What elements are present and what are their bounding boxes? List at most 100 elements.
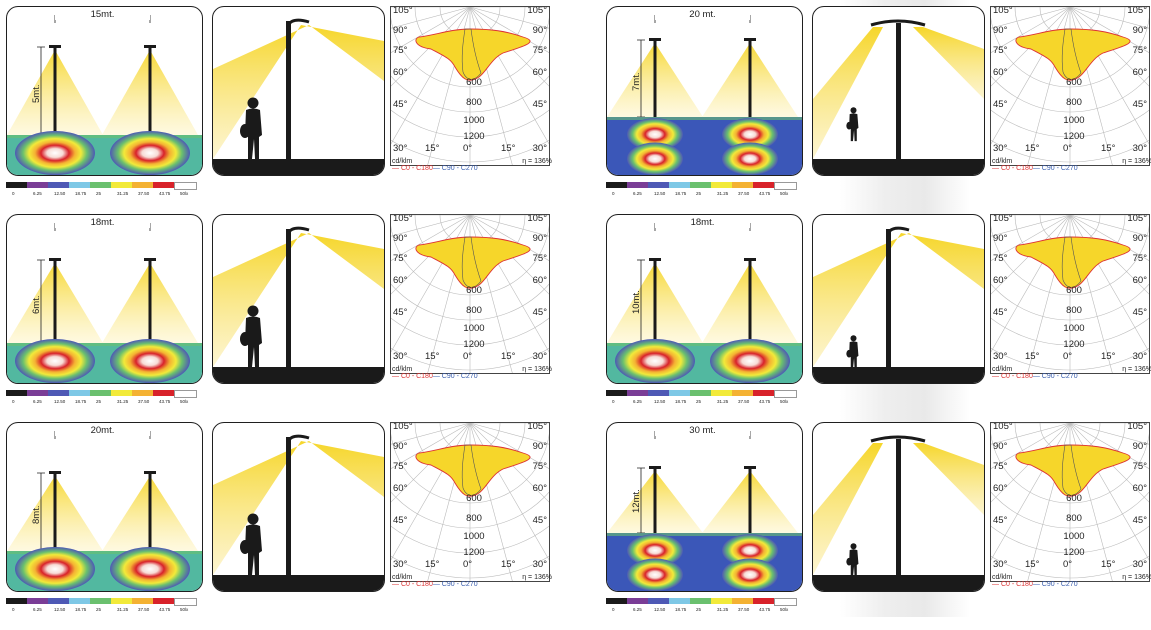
scale-label: 18.75 [675,399,687,404]
c90-c270-curve [1061,28,1082,80]
scale-swatch [690,598,711,604]
scale-swatch [48,182,69,188]
double-arm [870,19,926,27]
ring-label: 800 [466,513,482,524]
polar-intensity-diagram: 105°90°75°60°45°30°105°90°75°60°45°30°15… [990,6,1150,166]
scale-label: 12.50 [654,399,666,404]
street-pole [148,47,152,135]
polar-intensity-diagram: 105°90°75°60°45°30°105°90°75°60°45°30°15… [990,214,1150,374]
ring-label: 1000 [463,323,485,334]
scale-swatch [606,182,627,188]
scale-label: 37.50 [738,399,750,404]
angle-label: 75° [1132,45,1147,56]
double-arm [870,435,926,443]
scale-label: 6.25 [33,399,42,404]
angle-label: 75° [393,253,408,264]
legend-c0: — C0 - C180 [392,165,433,172]
pole-spacing-scene: 20 mt.7mt. [606,6,803,176]
person-silhouette [240,97,262,159]
scene-drawing [7,431,202,591]
luminaire-head [144,471,156,474]
ring-label: 1000 [463,531,485,542]
scale-label: 25 [96,399,102,404]
angle-label: 90° [532,233,547,244]
unit-label: cd/klm [992,574,1013,581]
angle-label: 30° [532,143,547,154]
ring-label: 800 [1066,305,1082,316]
efficiency-label: η = 136% [522,366,552,373]
pole-height-label: 8mt. [31,505,42,524]
angle-label: 105° [527,422,547,432]
street-pole [886,229,891,367]
angle-label: 75° [532,461,547,472]
unit-label: cd/klm [992,366,1013,373]
pole-height-label: 7mt. [631,72,642,91]
scale-label: 18.75 [75,399,87,404]
ground [813,367,984,383]
angle-label: 45° [393,307,408,318]
scale-label: 31.25 [117,607,129,612]
street-pole [748,468,752,533]
angle-label: 75° [532,253,547,264]
c0-c180-curve [415,236,531,289]
angle-label: 15° [501,559,516,570]
angle-label: 30° [1132,559,1147,570]
curve-legend: — C0 - C180— C90 - C270 [392,165,552,172]
scale-swatch [111,390,132,396]
illuminance-heatmap [607,339,802,383]
angle-label: 15° [1101,143,1116,154]
ring-label: 800 [466,305,482,316]
angle-label: 45° [1132,307,1147,318]
person-silhouette [846,543,859,578]
scale-label: 25 [96,191,102,196]
street-pole [653,40,657,117]
scale-label: 31.25 [717,191,729,196]
scale-label: 43.75 [159,607,171,612]
luminaire-head [744,466,756,469]
street-pole [896,23,901,159]
pole-spacing-scene: 15mt.5mt. [6,6,203,176]
street-pole [53,260,57,343]
scale-swatch [669,390,690,396]
angle-label: 105° [1127,6,1147,16]
street-pole [286,229,291,367]
c0-c180-curve [1015,236,1131,289]
scale-swatch [90,390,111,396]
street-pole [148,260,152,343]
angle-label: 30° [1132,351,1147,362]
scale-label: 50lx [180,607,189,612]
scale-swatch [732,390,753,396]
scale-swatch [6,598,27,604]
polar-intensity-diagram: 105°90°75°60°45°30°105°90°75°60°45°30°15… [990,422,1150,582]
angle-label: 90° [1132,25,1147,36]
angle-label: 15° [501,351,516,362]
angle-label: 60° [1132,483,1147,494]
scale-label: 43.75 [159,399,171,404]
scale-swatch [669,182,690,188]
angle-label: 105° [393,214,413,224]
angle-label: 105° [993,422,1013,432]
arm [286,434,310,442]
angle-label: 90° [993,233,1008,244]
scale-swatch [774,598,797,606]
polar-intensity-diagram: 105°90°75°60°45°30°105°90°75°60°45°30°15… [390,422,550,582]
scale-swatch [732,182,753,188]
ring-label: 800 [466,97,482,108]
ring-label: 1000 [1063,323,1085,334]
efficiency-label: η = 136% [1122,574,1151,581]
person-silhouette [240,513,262,575]
scale-swatch [27,182,48,188]
pole-height-label: 12mt. [631,488,642,513]
scale-label: 18.75 [675,607,687,612]
scale-swatch [153,182,174,188]
luminaire-head [744,258,756,261]
angle-label: 45° [532,307,547,318]
luminaire-head [649,466,661,469]
angle-label: 0° [1063,351,1073,362]
scale-label: 6.25 [633,399,642,404]
scale-swatch [174,182,197,190]
